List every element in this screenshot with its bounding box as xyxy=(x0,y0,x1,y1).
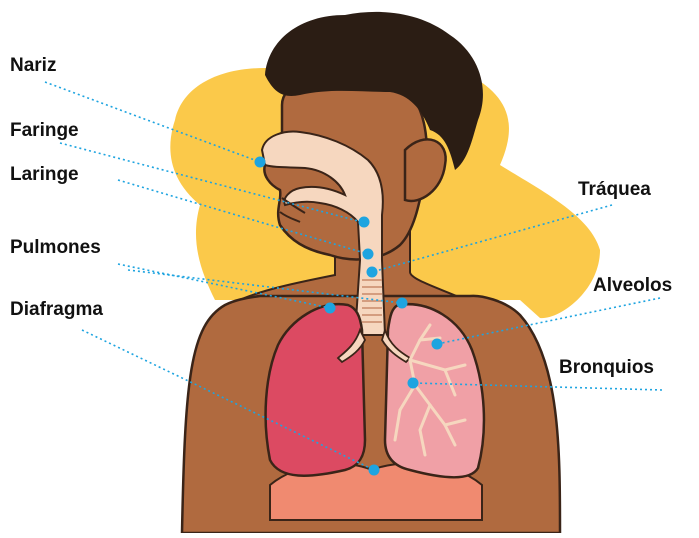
label-alveolos: Alveolos xyxy=(593,276,672,295)
dot-traquea xyxy=(367,267,378,278)
dot-pulmones-right xyxy=(397,298,408,309)
dot-pulmones-left xyxy=(325,303,336,314)
label-bronquios: Bronquios xyxy=(559,358,654,377)
dot-laringe xyxy=(363,249,374,260)
label-diafragma: Diafragma xyxy=(10,300,103,319)
label-faringe: Faringe xyxy=(10,121,79,140)
trachea-rings xyxy=(362,280,382,322)
dot-bronquios xyxy=(408,378,419,389)
dot-diafragma xyxy=(369,465,380,476)
label-pulmones: Pulmones xyxy=(10,238,101,257)
dot-alveolos xyxy=(432,339,443,350)
dot-faringe xyxy=(359,217,370,228)
dot-nariz xyxy=(255,157,266,168)
label-laringe: Laringe xyxy=(10,165,79,184)
label-traquea: Tráquea xyxy=(578,180,651,199)
label-nariz: Nariz xyxy=(10,56,56,75)
